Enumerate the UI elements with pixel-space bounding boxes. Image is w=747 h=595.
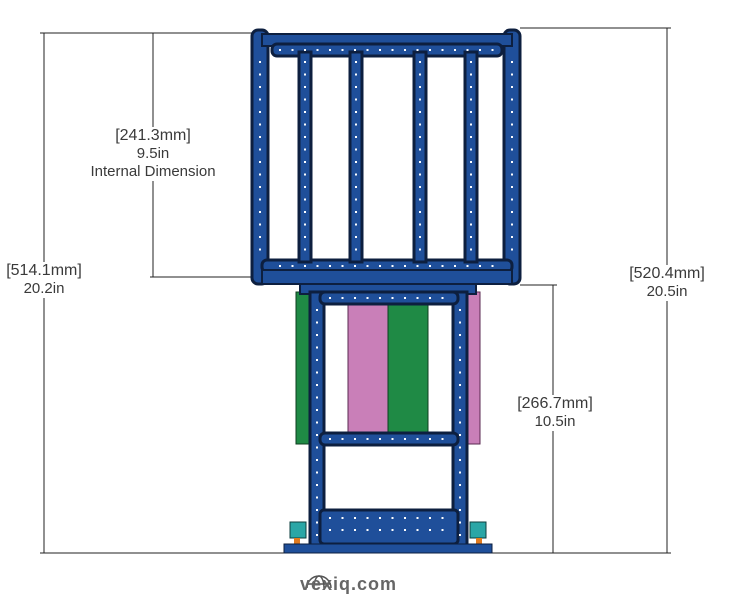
lower-structure [283, 283, 493, 554]
dimension-overall-left: [514.1mm] 20.2in [2, 262, 86, 298]
dimension-internal: [241.3mm] 9.5in Internal Dimension [78, 127, 228, 181]
dimension-mm: [266.7mm] [517, 395, 593, 412]
dimension-overall-right: [520.4mm] 20.5in [620, 265, 714, 301]
beam-holes [259, 49, 513, 536]
dimension-in: 10.5in [534, 413, 576, 430]
dimension-mm: [241.3mm] [115, 127, 191, 144]
dimension-mm: [514.1mm] [6, 262, 82, 279]
dimension-in: 20.2in [23, 280, 65, 297]
dimension-note: Internal Dimension [90, 163, 216, 180]
footer-site-link[interactable]: vexiq.com [300, 574, 398, 594]
upper-frame [250, 28, 522, 286]
dimension-in: 20.5in [646, 283, 688, 300]
dimension-in: 9.5in [136, 145, 170, 162]
dimension-mm: [520.4mm] [629, 265, 705, 282]
dimension-lower: [266.7mm] 10.5in [508, 395, 602, 431]
